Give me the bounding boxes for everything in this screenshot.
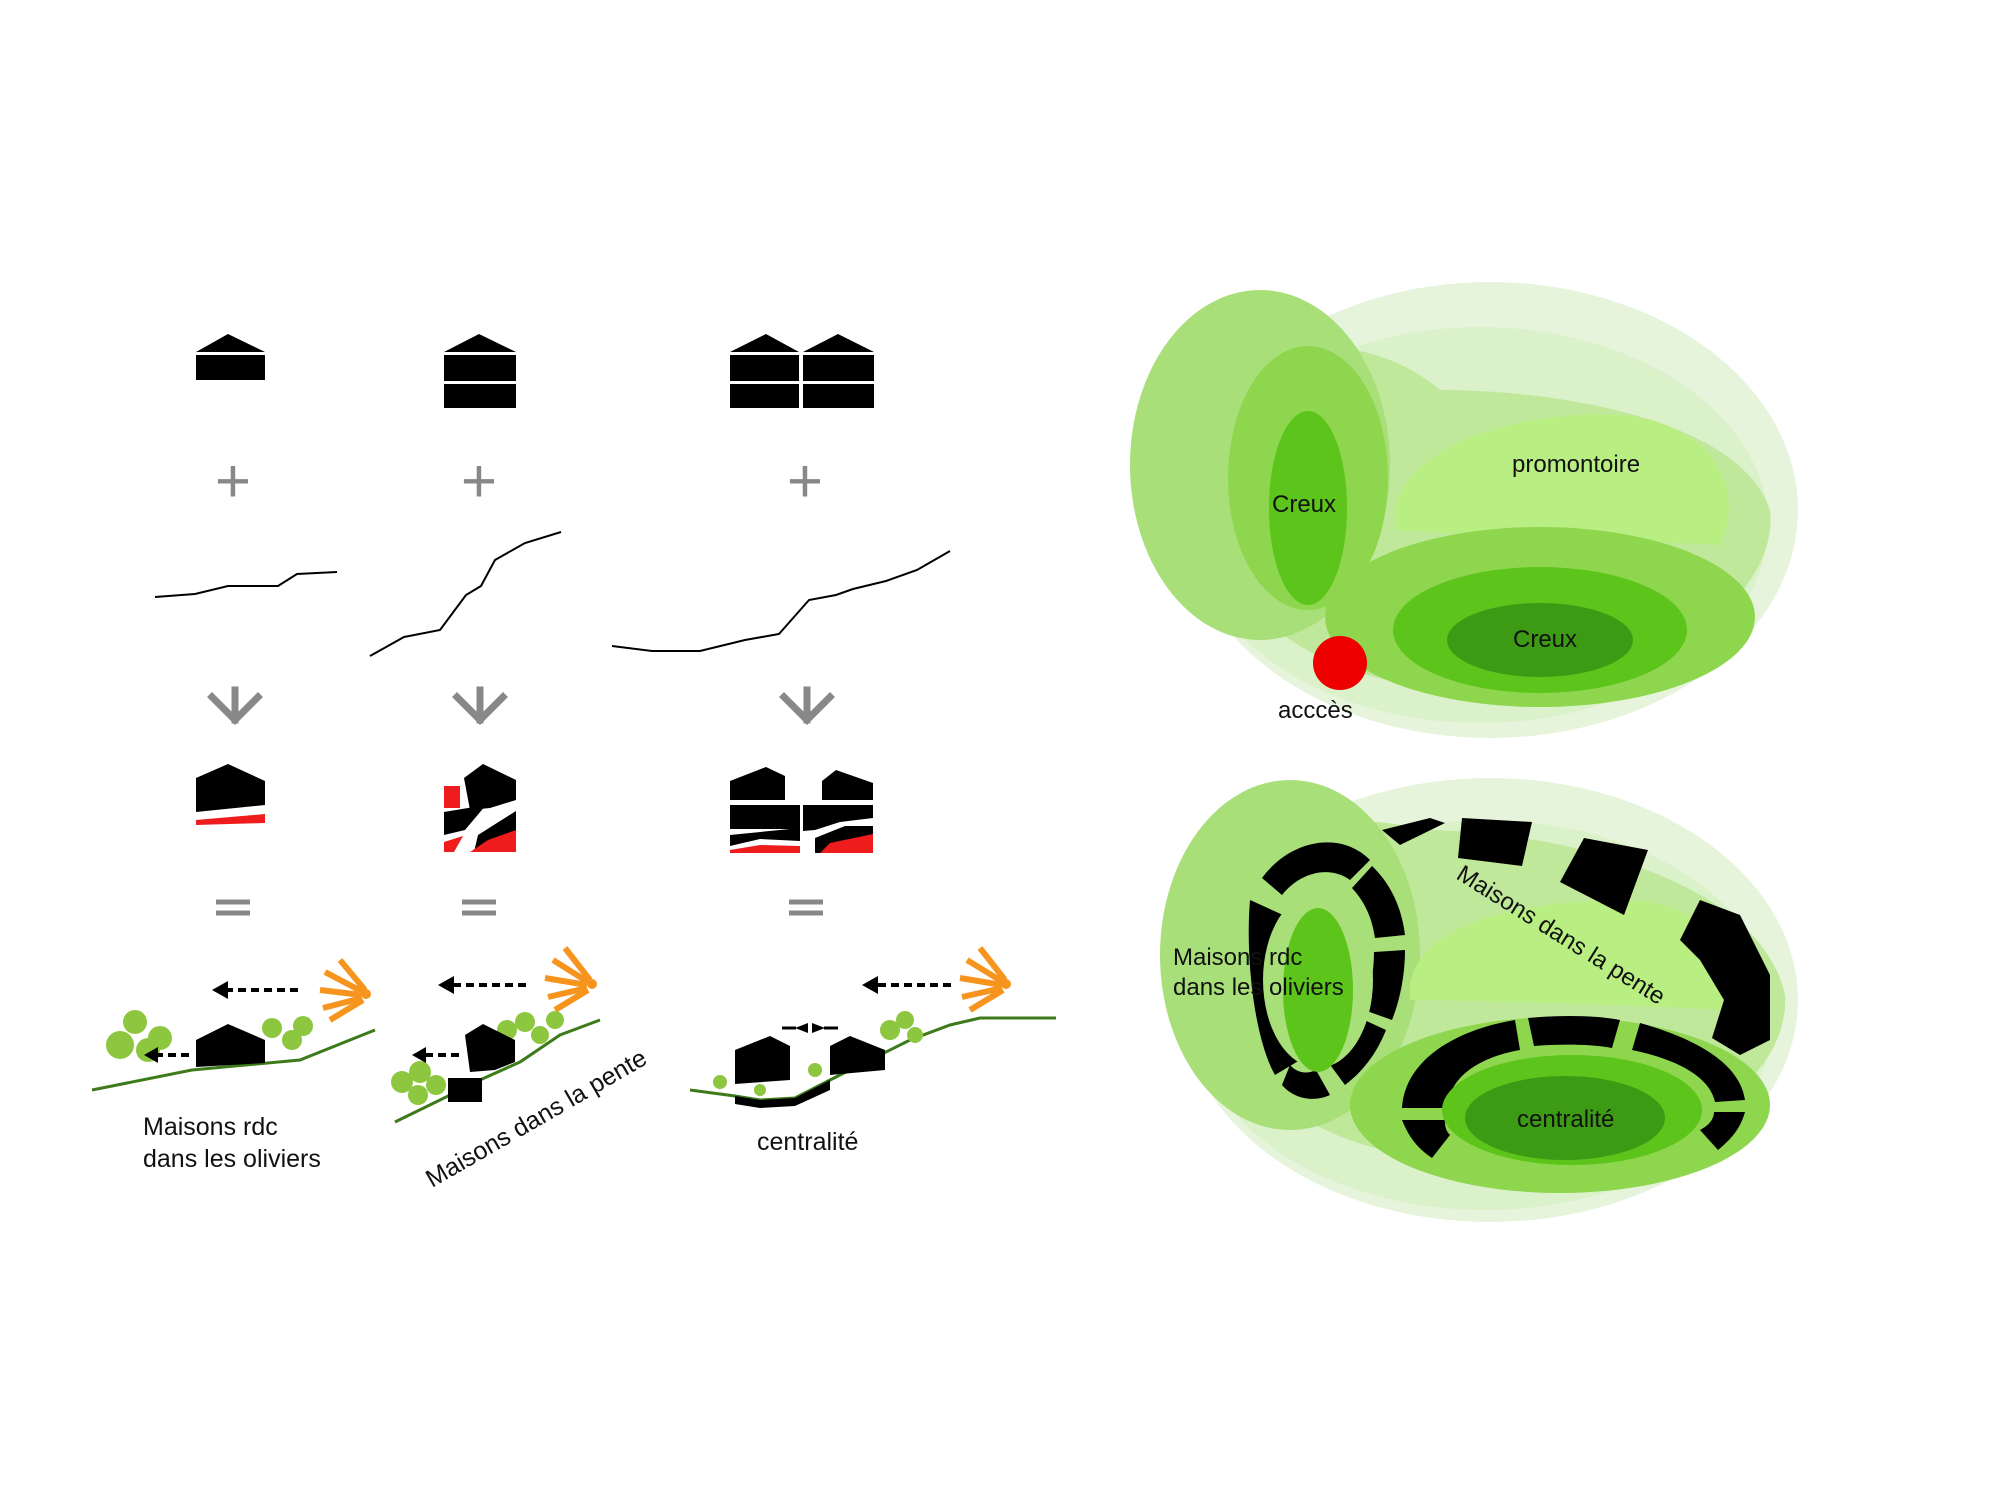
plus-sign-col1: +: [215, 447, 251, 516]
olive-zone: [1283, 908, 1353, 1072]
house-silhouette: [465, 1024, 515, 1072]
house-cut-two-storey: [444, 764, 516, 852]
house-cut-double: [730, 767, 873, 853]
scene-maisons-rdc: Maisons rdc dans les oliviers: [91, 958, 376, 1173]
olive-trees-icon: [713, 1011, 923, 1096]
house-cut-single: [196, 764, 265, 825]
scene-centralite: centralité: [689, 946, 1056, 1156]
label-acces: acccès: [1278, 697, 1353, 724]
creux-left-zone: [1269, 411, 1347, 605]
wind-arrow-small-icon: [144, 1047, 192, 1063]
valley-fill: [735, 1080, 830, 1108]
wind-arrow-icon: [438, 976, 528, 994]
sun-icon: [959, 946, 1011, 1013]
terrain-profile-steep: [369, 531, 562, 657]
ground-line: [394, 1018, 601, 1124]
plus-sign-col2: +: [461, 447, 497, 516]
house-silhouette-lower: [448, 1078, 482, 1102]
house-type-two-storey: [444, 334, 516, 408]
acces-dot: [1313, 636, 1367, 690]
house-type-single: [196, 334, 265, 380]
site-diagram: Creux promontoire Creux acccès: [1130, 282, 1798, 738]
house-type-double: [730, 334, 874, 408]
wind-arrow-small-icon: [412, 1047, 462, 1063]
caption-centralite: centralité: [757, 1128, 858, 1156]
caption-maisons-pente: Maisons dans la pente: [421, 1044, 652, 1193]
label-centralite: centralité: [1517, 1106, 1614, 1133]
caption-maisons-rdc-line1: Maisons rdc: [143, 1113, 278, 1141]
down-arrow-icon-col1: [207, 686, 263, 725]
house-silhouette-left: [735, 1036, 790, 1084]
terrain-profile-gentle: [154, 571, 338, 598]
down-arrow-icon-col3: [779, 686, 835, 725]
label-promontoire: promontoire: [1512, 451, 1640, 478]
house-row-pente: [1382, 818, 1770, 1055]
sun-icon: [319, 958, 371, 1023]
caption-maisons-rdc-line2: dans les oliviers: [143, 1145, 321, 1173]
equals-sign-col3: [789, 899, 823, 916]
wind-arrow-icon: [212, 981, 300, 999]
housing-diagram: Maisons rdc dans les oliviers Maisons da…: [1160, 778, 1798, 1222]
label-creux-right: Creux: [1513, 626, 1577, 653]
house-ring-central: [1402, 1015, 1745, 1158]
plus-sign-col3: +: [787, 447, 823, 516]
converging-arrows-icon: [782, 1023, 838, 1033]
ground-line: [91, 1028, 376, 1092]
house-silhouette-right: [830, 1036, 885, 1075]
label-creux-left: Creux: [1272, 491, 1336, 518]
wind-arrow-icon: [862, 976, 953, 994]
sun-icon: [544, 946, 597, 1013]
label-maisons-rdc-line2: dans les oliviers: [1173, 974, 1344, 1001]
equals-sign-col1: [216, 899, 250, 916]
promontoire-zone: [1395, 414, 1729, 545]
terrain-profile-valley: [611, 550, 951, 652]
scene-maisons-pente: Maisons dans la pente: [391, 946, 652, 1193]
equals-sign-col2: [462, 899, 496, 916]
olive-trees-icon: [106, 1010, 313, 1062]
down-arrow-icon-col2: [452, 686, 508, 725]
label-maisons-rdc-line1: Maisons rdc: [1173, 944, 1302, 971]
centralite-zone: [1465, 1076, 1665, 1160]
house-silhouette: [196, 1024, 265, 1067]
